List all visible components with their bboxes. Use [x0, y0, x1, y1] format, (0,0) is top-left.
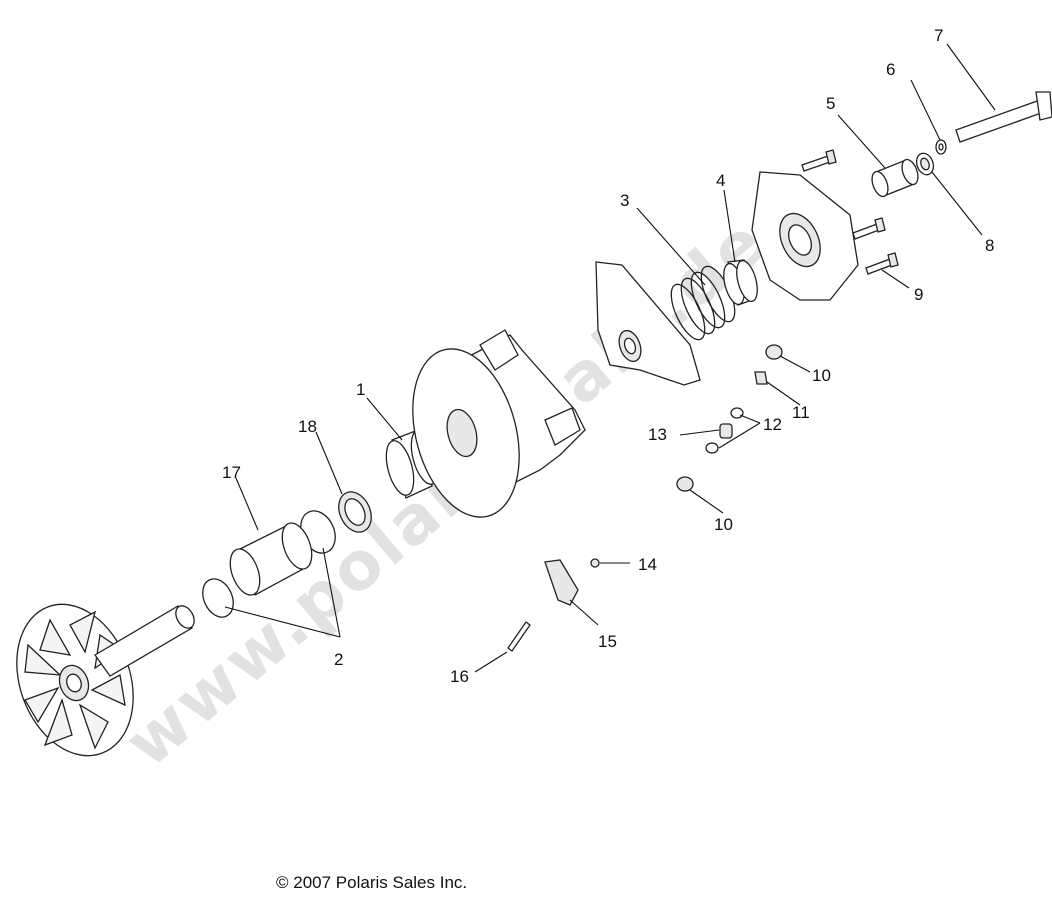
roller-part-10-lower	[676, 476, 694, 492]
callout-8: 8	[985, 236, 994, 255]
callout-18: 18	[298, 417, 317, 436]
roller-part-10-upper	[765, 344, 783, 360]
ring-part-2-lower	[202, 578, 234, 618]
callout-15: 15	[598, 632, 617, 651]
callout-labels: 1 2 3 4 5 6 7 8 9 10 10 11 12 13 14 15 1…	[222, 26, 994, 686]
callout-14: 14	[638, 555, 657, 574]
callout-5: 5	[826, 94, 835, 113]
cover-plate	[751, 171, 859, 301]
bolts-part-9	[801, 149, 899, 275]
bushing-part-18	[338, 491, 372, 533]
callout-6: 6	[886, 60, 895, 79]
spacer-part-5	[871, 158, 919, 198]
sleeve-part-17	[229, 522, 313, 596]
callout-16: 16	[450, 667, 469, 686]
callout-2: 2	[334, 650, 343, 669]
drive-sheave-fan	[16, 603, 195, 757]
callout-12: 12	[763, 415, 782, 434]
washer-part-8	[915, 152, 935, 176]
callout-10-upper: 10	[812, 366, 831, 385]
nut-part-14	[590, 558, 600, 568]
callout-9: 9	[914, 285, 923, 304]
bolt-part-7	[955, 91, 1052, 143]
callout-4: 4	[716, 171, 725, 190]
pin-part-16	[507, 621, 531, 652]
washer-part-6	[935, 139, 947, 155]
callout-7: 7	[934, 26, 943, 45]
callout-3: 3	[620, 191, 629, 210]
roller-part-13	[719, 423, 733, 439]
callout-1: 1	[356, 380, 365, 399]
callout-10-lower: 10	[714, 515, 733, 534]
pin-part-11	[754, 371, 768, 385]
weight-part-15	[544, 559, 579, 606]
spider-arm	[595, 261, 701, 386]
callout-11: 11	[792, 403, 810, 422]
callout-17: 17	[222, 463, 241, 482]
callout-13: 13	[648, 425, 667, 444]
bushing-part-4	[723, 259, 758, 306]
leader-lines	[224, 43, 996, 673]
copyright-notice: © 2007 Polaris Sales Inc.	[276, 873, 468, 892]
movable-sheave	[412, 329, 586, 518]
